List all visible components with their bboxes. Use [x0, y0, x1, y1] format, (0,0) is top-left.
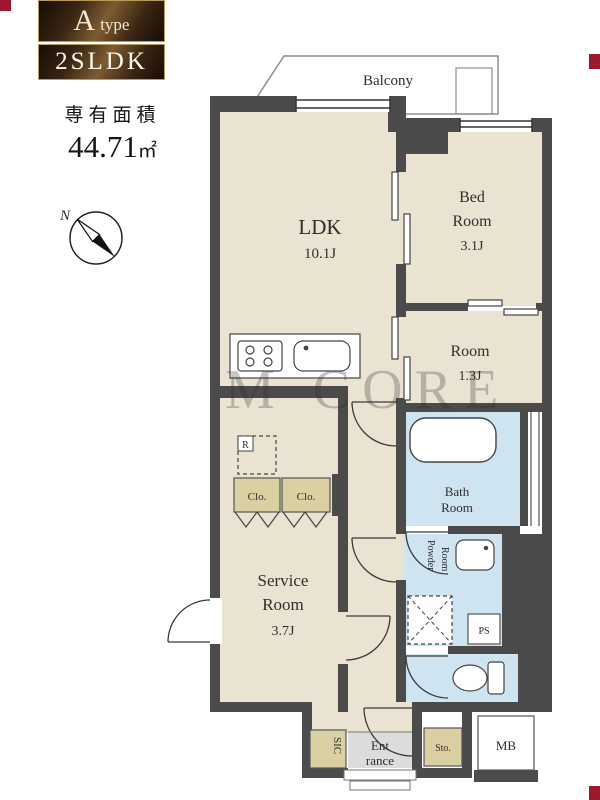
bath-label-2: Room: [441, 500, 473, 515]
powder-fixtures: PS: [407, 539, 501, 645]
main-floor: [218, 108, 406, 704]
meter-box-label: MB: [496, 738, 517, 753]
type-badge: A type: [38, 0, 165, 42]
fridge-outline: [237, 435, 277, 475]
closet-right-label: Clo.: [297, 491, 316, 503]
genkan-tile: [348, 732, 412, 768]
pipe-space-label: PS: [478, 626, 489, 637]
powder-door: [351, 537, 397, 583]
storage-label: Sto.: [435, 743, 451, 754]
ldk-size-label: 10.1J: [304, 246, 336, 262]
entrance-zone: SIC Sto.: [309, 715, 535, 791]
closet-left-label: Clo.: [248, 491, 267, 503]
corner-accent-bottom-right: [589, 786, 600, 800]
compass: N: [59, 208, 123, 265]
bed-room-slider-b: [503, 308, 539, 316]
compass-north-label: N: [59, 208, 71, 224]
ldk-window: [295, 96, 391, 112]
bedroom-floor: [404, 130, 542, 306]
corner-accent-top-right: [589, 54, 600, 69]
floor-fills: [218, 108, 542, 768]
ldk-window-gap: [296, 96, 390, 112]
bath-window-gap: [528, 412, 542, 526]
service-door-gap: [208, 598, 222, 644]
plan-type-badge: 2SLDK: [38, 44, 165, 80]
room-slider-a: [391, 316, 399, 360]
bedroom-label-2: Room: [452, 213, 492, 230]
service-label-2: Room: [262, 595, 304, 614]
fridge-space: R: [237, 435, 277, 475]
service-label-1: Service: [258, 571, 309, 590]
bath-label-1: Bath: [445, 484, 470, 499]
pipe-space-box: [467, 613, 501, 645]
closets: Clo. Clo.: [233, 477, 331, 529]
type-badge-initial: A: [73, 4, 96, 37]
bedroom-size-label: 3.1J: [461, 239, 485, 254]
service-size-label: 3.7J: [272, 624, 296, 639]
bedroom-window: [459, 118, 533, 132]
entrance-step-2: [349, 780, 411, 791]
toilet-fixture: [452, 661, 505, 695]
door-arcs: [167, 401, 449, 757]
powder-label-2: Room: [439, 547, 450, 572]
room-labels: LDK 10.1J Bed Room 3.1J Room 1.3J Bath R…: [258, 189, 517, 768]
toilet-door: [405, 655, 449, 699]
vanity-sink-icon: [455, 539, 495, 571]
area-label: 専有面積: [64, 105, 161, 126]
bath-door: [405, 531, 449, 575]
storage-box: [423, 727, 463, 767]
stove-burners-icon: [245, 345, 273, 367]
sink-faucet-icon: [303, 345, 309, 351]
room-size-label: 1.3J: [459, 369, 483, 384]
fridge-label-box: [237, 435, 254, 452]
bedroom-label-1: Bed: [459, 189, 485, 206]
closet-bifold-doors: [234, 511, 328, 529]
ldk-door: [351, 401, 397, 447]
vanity-faucet-icon: [483, 545, 489, 551]
room-slider-b: [403, 356, 411, 401]
room-floor: [404, 311, 542, 404]
washer-cross-icon: [407, 595, 453, 645]
sliding-doors: [391, 171, 539, 401]
balcony-hatch-outline: [455, 67, 493, 115]
service-door: [345, 615, 391, 661]
entrance-step-1: [343, 769, 417, 781]
ldk-label: LDK: [298, 215, 341, 239]
closet-right-box: [281, 477, 331, 513]
entrance-door: [363, 707, 413, 757]
bedroom-slider-a: [391, 171, 399, 221]
powder-label-1: Powder: [425, 540, 436, 571]
toilet-bowl-icon: [452, 664, 488, 692]
entrance-label-1: Ent: [371, 738, 389, 753]
corner-accent-top-left: [0, 0, 11, 11]
area-value: 44.71㎡: [30, 129, 195, 165]
area-number: 44.71: [68, 129, 138, 164]
bathtub-icon: [409, 417, 497, 463]
area-unit: ㎡: [137, 141, 157, 162]
bedroom-slider-b: [403, 213, 411, 265]
entrance-upper-floor: [312, 702, 412, 733]
sic-box: [309, 729, 347, 769]
room-label: Room: [450, 343, 490, 360]
fridge-label: R: [242, 440, 249, 451]
windows: [208, 96, 542, 644]
stove-icon: [237, 340, 283, 372]
watermark-text: M CORE: [225, 359, 510, 421]
balcony-label: Balcony: [363, 73, 413, 89]
bath-window: [530, 412, 540, 526]
kitchen: [229, 333, 361, 379]
area-block: 専有面積 44.71㎡: [30, 100, 195, 165]
service-outer-door: [167, 599, 211, 643]
meter-box: [477, 715, 535, 771]
bedroom-window-gap: [460, 118, 532, 132]
type-badge-rest: type: [100, 15, 130, 34]
entrance-label-2: rance: [366, 753, 394, 768]
sic-label: SIC: [331, 737, 343, 754]
toilet-tank-icon: [487, 661, 505, 695]
compass-needle-south: [92, 234, 115, 257]
bed-room-slider-a: [467, 299, 503, 307]
compass-needle-north: [76, 218, 101, 243]
